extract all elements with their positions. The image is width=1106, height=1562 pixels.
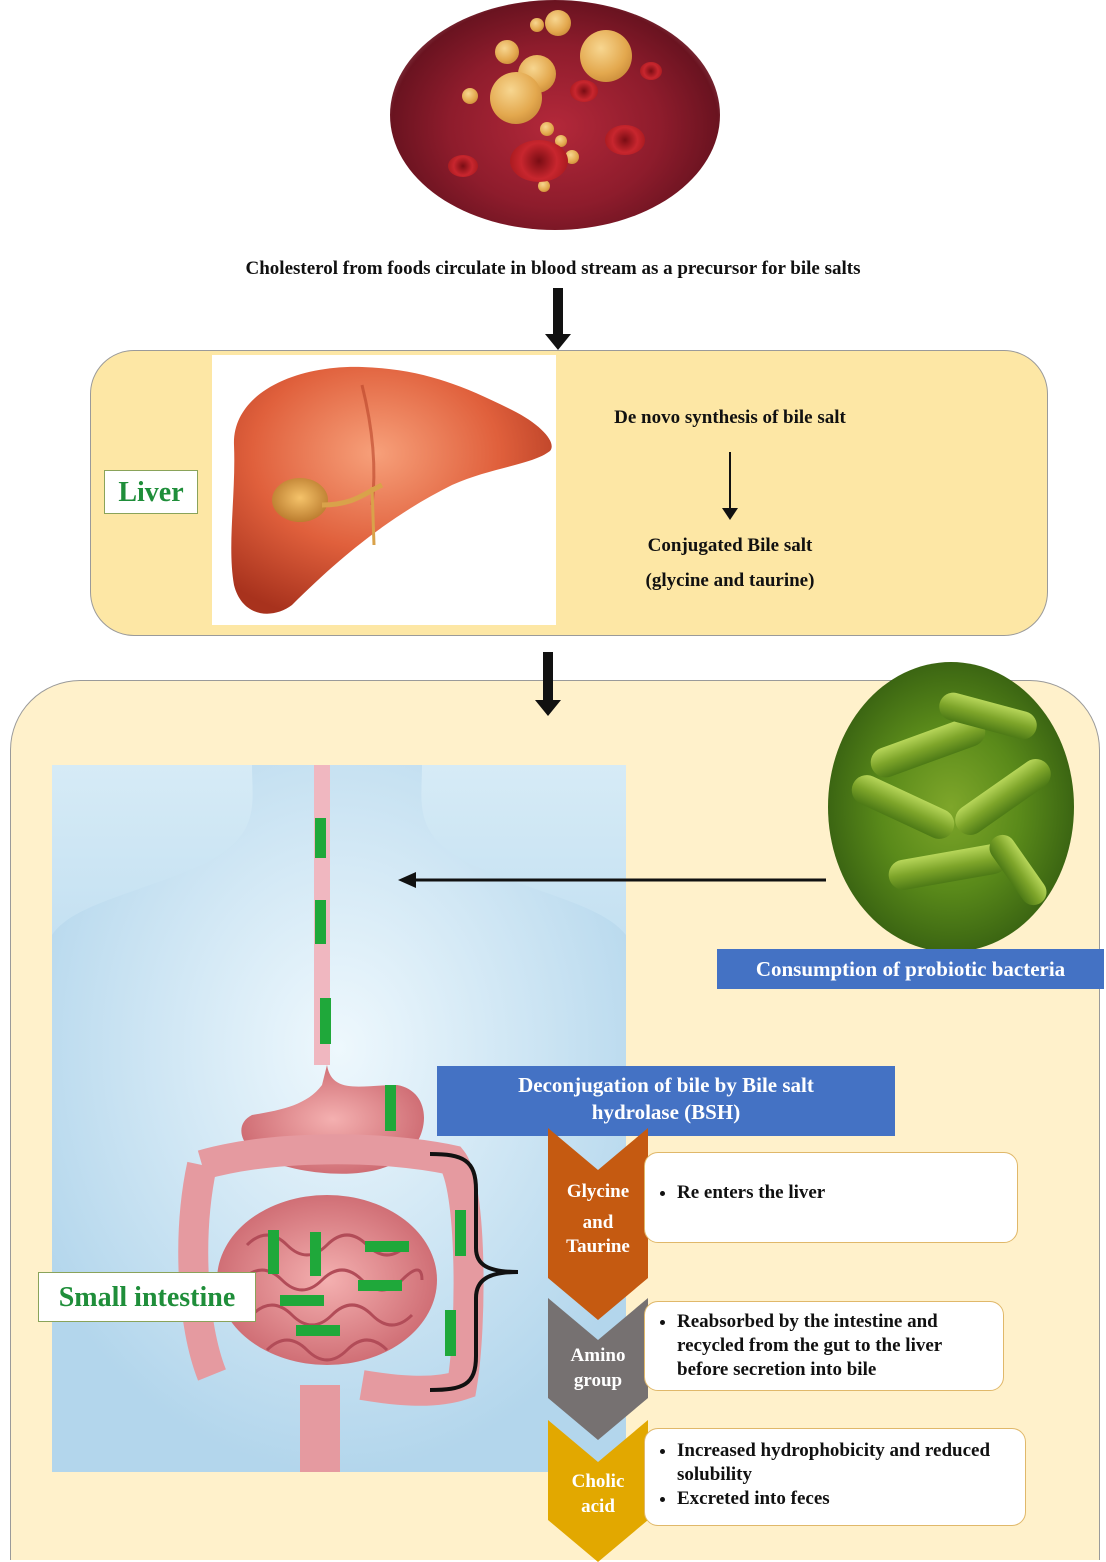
glycine-taurine-chevron-label: Glycine and Taurine: [548, 1180, 648, 1260]
amino-group-info-box: Reabsorbed by the intestine and recycled…: [644, 1301, 1004, 1391]
liver-label: Liver: [104, 470, 198, 514]
down-arrow-2: [535, 652, 561, 718]
liver-image: [212, 355, 556, 625]
glycine-taurine-bullet: Re enters the liver: [677, 1181, 1003, 1205]
cholic-acid-bullet-2: Excreted into feces: [677, 1487, 1011, 1511]
taurine-label: Taurine: [548, 1235, 648, 1260]
deconjugation-line-2: hydrolase (BSH): [437, 1099, 895, 1126]
glycine-taurine-text: (glycine and taurine): [560, 570, 900, 592]
glycine-label: Glycine: [548, 1180, 648, 1205]
group-label: group: [548, 1369, 648, 1394]
deconjugation-line-1: Deconjugation of bile by Bile salt: [437, 1072, 895, 1099]
down-arrow-1: [545, 288, 571, 350]
intestine-brace: [428, 1150, 528, 1395]
cholic-acid-info-box: Increased hydrophobicity and reduced sol…: [644, 1428, 1026, 1526]
probiotic-label: Consumption of probiotic bacteria: [717, 949, 1104, 989]
and-label: and: [548, 1211, 648, 1236]
de-novo-synthesis-text: De novo synthesis of bile salt: [560, 407, 900, 429]
probiotic-arrow: [398, 870, 826, 890]
amino-group-bullet: Reabsorbed by the intestine and recycled…: [677, 1310, 989, 1381]
cholic-acid-bullet-1: Increased hydrophobicity and reduced sol…: [677, 1439, 1011, 1487]
blood-vessel-image: [390, 0, 720, 230]
amino-group-chevron-label: Amino group: [548, 1344, 648, 1393]
conjugated-bile-salt-text: Conjugated Bile salt: [560, 535, 900, 557]
cholesterol-caption: Cholesterol from foods circulate in bloo…: [0, 258, 1106, 280]
cholic-label: Cholic: [548, 1470, 648, 1495]
cholic-acid-chevron-label: Cholic acid: [548, 1470, 648, 1519]
glycine-taurine-info-box: Re enters the liver: [644, 1152, 1018, 1243]
deconjugation-label: Deconjugation of bile by Bile salt hydro…: [437, 1066, 895, 1136]
liver-inner-arrow: [722, 452, 738, 520]
probiotic-bacteria-image: [828, 662, 1074, 952]
acid-label: acid: [548, 1495, 648, 1520]
small-intestine-label: Small intestine: [38, 1272, 256, 1322]
amino-label: Amino: [548, 1344, 648, 1369]
